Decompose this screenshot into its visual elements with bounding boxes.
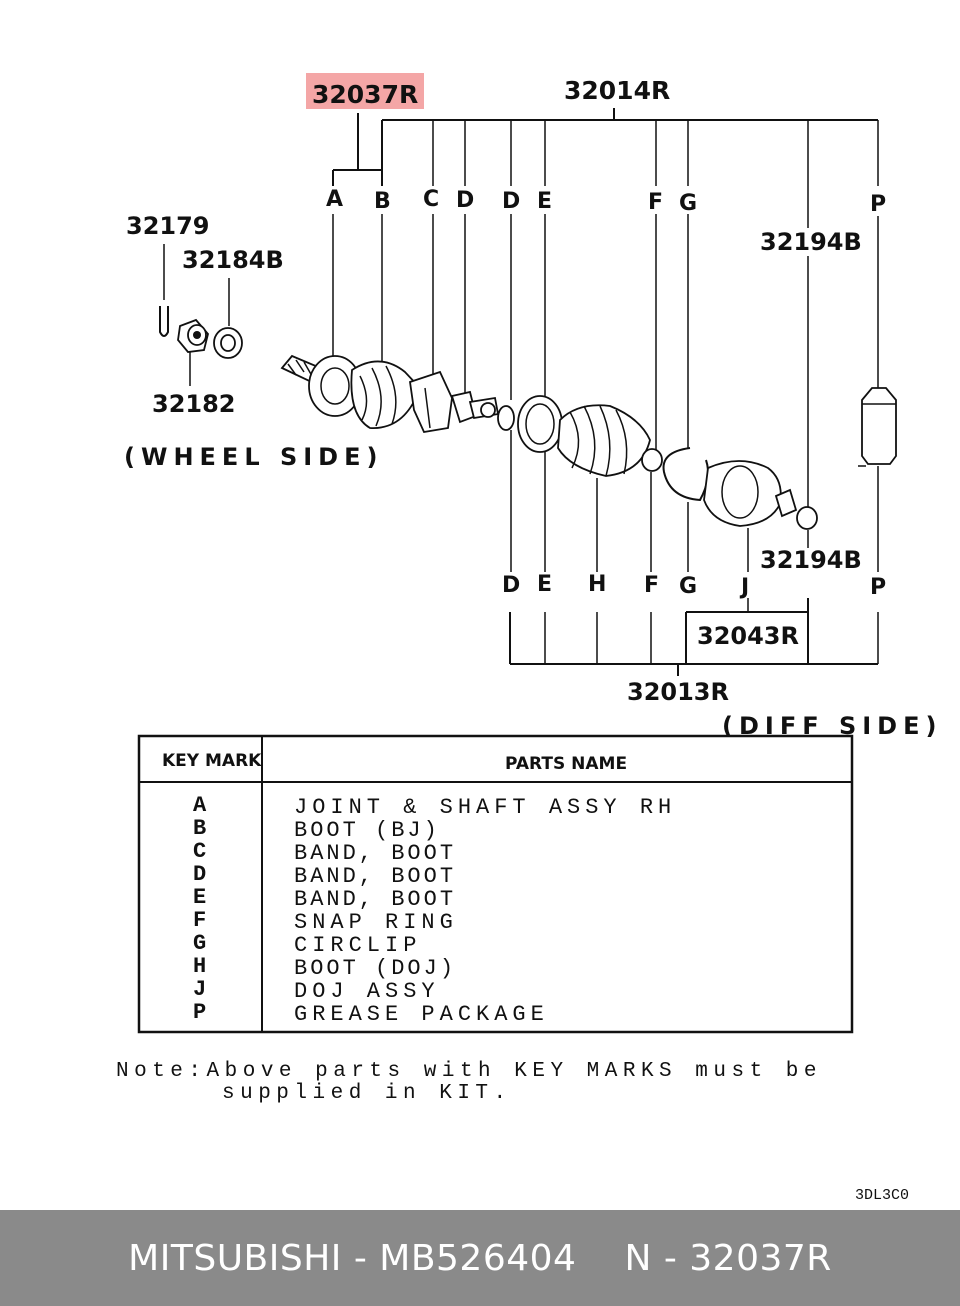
footer-caption: MITSUBISHI - MB526404 N - 32037R (128, 1238, 832, 1279)
key-mark-label: G (679, 574, 697, 599)
key-mark-label: A (326, 187, 343, 212)
table-cell-key: D (193, 862, 206, 887)
table-cell-key: C (193, 839, 206, 864)
key-mark-label: P (870, 192, 886, 217)
footer-brand-part-number: MITSUBISHI - MB526404 (128, 1237, 577, 1279)
highlight-box (306, 73, 424, 109)
key-mark-label: H (588, 572, 606, 597)
note-line-2: supplied in KIT. (222, 1082, 512, 1105)
table-cell-name: BAND, BOOT (294, 864, 456, 889)
note-line-1: Note:Above parts with KEY MARKS must be (116, 1060, 822, 1083)
table-cell-key: H (193, 954, 206, 979)
table-row: J DOJ ASSY (193, 977, 440, 1004)
wheel-side-label: (WHEEL SIDE) (124, 443, 383, 471)
key-mark-label: E (537, 189, 552, 214)
table-cell-name: BAND, BOOT (294, 841, 456, 866)
key-mark-label: J (739, 575, 749, 600)
top-leaders (332, 214, 879, 508)
table-row: G CIRCLIP (193, 931, 421, 958)
bottom-key-marks: D E H F G J P (502, 572, 886, 600)
table-row: D BAND, BOOT (193, 862, 456, 889)
table-cell-name: BAND, BOOT (294, 887, 456, 912)
table-cell-name: SNAP RING (294, 910, 458, 935)
table-cell-name: CIRCLIP (294, 933, 421, 958)
bottom-leaders (510, 430, 879, 572)
castle-nut-icon (177, 318, 209, 353)
key-mark-label: D (502, 573, 520, 598)
table-cell-name: BOOT (DOJ) (294, 956, 456, 981)
table-row: B BOOT (BJ) (193, 816, 440, 843)
footer-reference: N - 32037R (624, 1237, 832, 1279)
washer-icon (213, 327, 243, 359)
key-mark-label: E (537, 572, 552, 597)
table-cell-name: GREASE PACKAGE (294, 1002, 549, 1027)
table-row: A JOINT & SHAFT ASSY RH (193, 793, 676, 820)
key-mark-label: C (423, 187, 439, 212)
callout-32014R[interactable]: 32014R (564, 76, 670, 105)
table-cell-key: A (193, 793, 207, 818)
key-mark-label: B (374, 189, 391, 214)
table-cell-key: P (193, 1000, 206, 1025)
table-cell-key: F (193, 908, 206, 933)
callout-32179[interactable]: 32179 (126, 212, 210, 240)
callout-32194B-bottom[interactable]: 32194B (760, 546, 862, 574)
table-cell-key: E (193, 885, 206, 910)
bottom-bracket (509, 598, 879, 676)
key-mark-label: G (679, 191, 697, 216)
callout-32043R[interactable]: 32043R (697, 622, 799, 650)
key-mark-label: P (870, 575, 886, 600)
table-cell-key: G (193, 931, 206, 956)
table-cell-name: JOINT & SHAFT ASSY RH (294, 795, 676, 820)
top-key-marks: A B C D D E F G P (326, 187, 886, 217)
drive-shaft-assembly (280, 354, 897, 530)
table-row: F SNAP RING (193, 908, 458, 935)
table-row: P GREASE PACKAGE (193, 1000, 549, 1027)
table-cell-name: DOJ ASSY (294, 979, 440, 1004)
table-row: C BAND, BOOT (193, 839, 456, 866)
callout-32013R[interactable]: 32013R (627, 678, 729, 706)
table-row: H BOOT (DOJ) (193, 954, 456, 981)
parts-table: KEY MARK PARTS NAME (137, 734, 854, 1034)
table-header-parts-name: PARTS NAME (505, 754, 627, 774)
callout-32194B-top[interactable]: 32194B (760, 228, 862, 256)
cotter-pin-icon (159, 306, 169, 337)
table-cell-name: BOOT (BJ) (294, 818, 440, 843)
key-mark-label: F (644, 573, 659, 598)
key-mark-label: D (502, 189, 520, 214)
key-mark-label: F (648, 190, 663, 215)
callout-32184B[interactable]: 32184B (182, 246, 284, 274)
table-header-key-mark: KEY MARK (162, 751, 262, 771)
top-bracket (332, 108, 879, 228)
table-rows: A JOINT & SHAFT ASSY RH B BOOT (BJ) C BA… (193, 793, 676, 1027)
callout-32182[interactable]: 32182 (152, 390, 236, 418)
callout-32037R[interactable]: 32037R (312, 80, 418, 109)
table-cell-key: B (193, 816, 206, 841)
key-mark-label: D (456, 188, 474, 213)
diagram-code: 3DL3C0 (855, 1187, 909, 1204)
table-row: E BAND, BOOT (193, 885, 456, 912)
footer-bar: MITSUBISHI - MB526404 N - 32037R (0, 1210, 960, 1306)
table-cell-key: J (193, 977, 206, 1002)
